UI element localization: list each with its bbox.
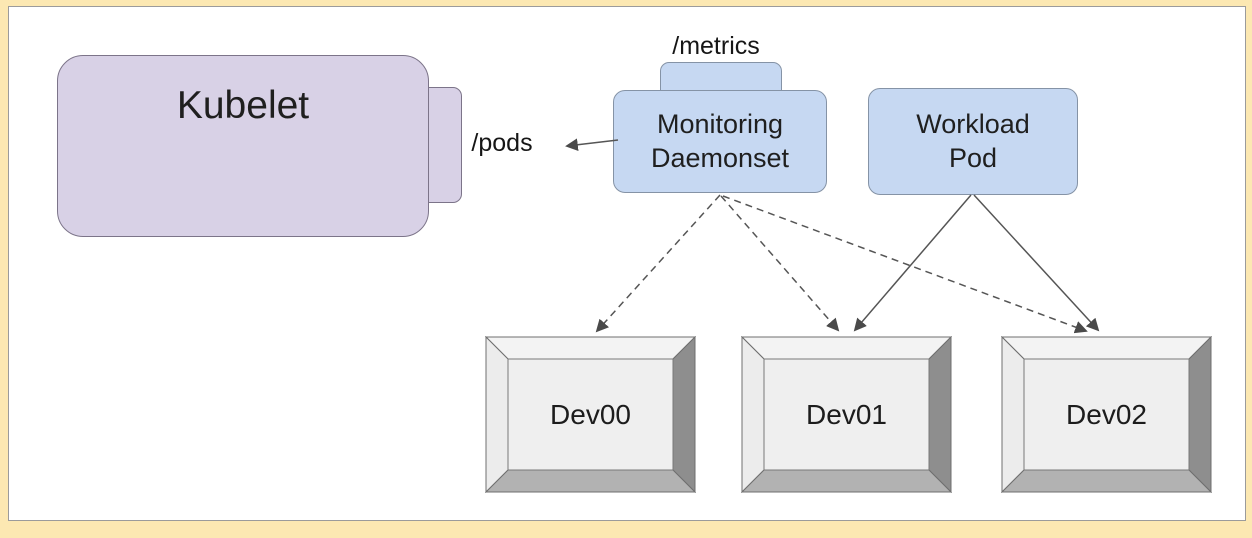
device-frame xyxy=(1001,336,1212,493)
device-label: Dev02 xyxy=(1066,398,1147,430)
device-label: Dev00 xyxy=(550,398,631,430)
monitoring-daemonset-node: Monitoring Daemonset xyxy=(613,90,827,193)
device-dev02: Dev02 xyxy=(1001,336,1212,493)
workload-pod-node: Workload Pod xyxy=(868,88,1078,195)
device-dev01: Dev01 xyxy=(741,336,952,493)
pods-endpoint-label: /pods xyxy=(471,129,533,157)
kubelet-node: Kubelet xyxy=(57,55,429,237)
metrics-endpoint-label: /metrics xyxy=(672,32,760,60)
device-frame xyxy=(741,336,952,493)
device-dev00: Dev00 xyxy=(485,336,696,493)
kubelet-label: Kubelet xyxy=(176,84,310,127)
device-frame xyxy=(485,336,696,493)
device-label: Dev01 xyxy=(806,398,887,430)
